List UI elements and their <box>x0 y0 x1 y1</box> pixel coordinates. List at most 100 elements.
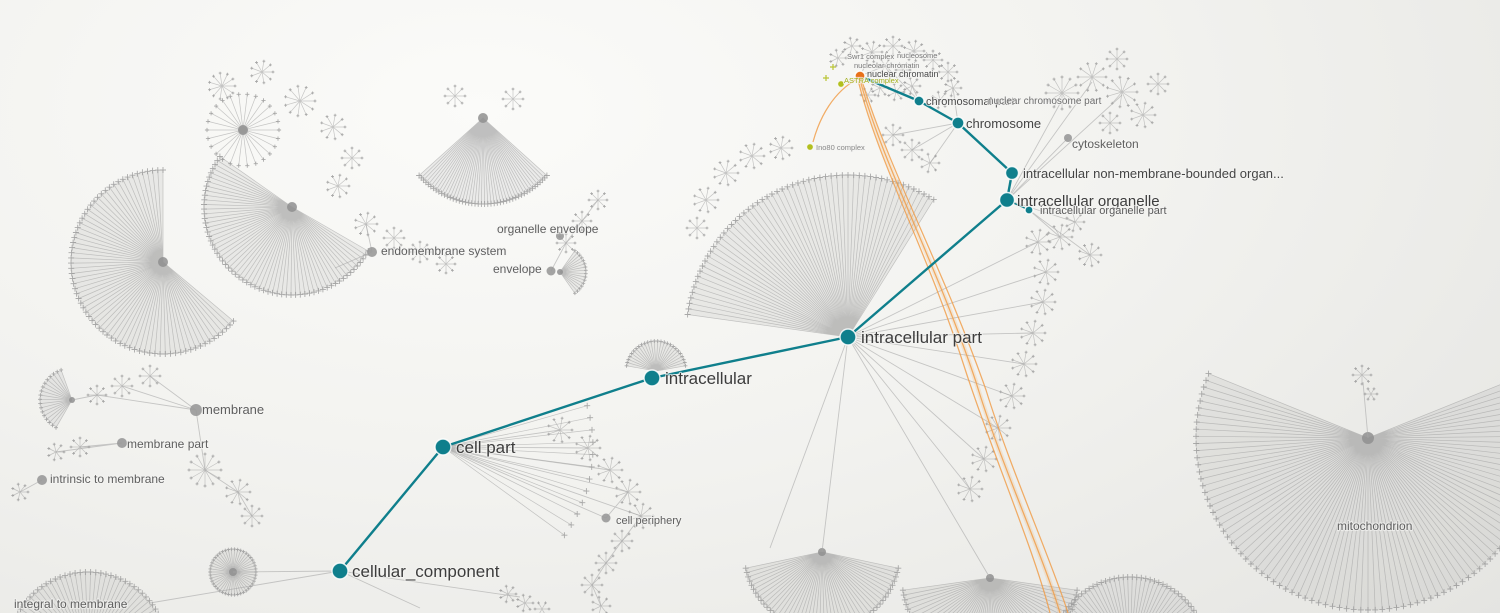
gray-term-node[interactable] <box>367 247 377 257</box>
go-term-cluster <box>47 442 66 462</box>
cluster-leaf-nodes <box>899 587 1081 613</box>
cluster-spokes <box>872 80 888 96</box>
cluster-spokes <box>616 480 640 504</box>
label-organelle-envelope[interactable]: organelle envelope <box>496 221 600 237</box>
label-intrinsic-to-membrane[interactable]: intrinsic to membrane <box>49 471 166 487</box>
label-envelope[interactable]: envelope <box>492 261 543 277</box>
label-chromosome[interactable]: chromosome <box>965 115 1042 132</box>
label-intracellular-part[interactable]: intracellular part <box>860 327 983 348</box>
label-cell-periphery[interactable]: cell periphery <box>615 514 683 528</box>
cluster-leaf-nodes <box>587 189 609 211</box>
cluster-fill <box>687 175 934 337</box>
node-chromosomal-part[interactable] <box>913 95 925 107</box>
go-term-cluster <box>944 78 963 98</box>
node-intracellular[interactable] <box>643 369 661 387</box>
cluster-spokes <box>924 51 942 69</box>
label-nuclear-chromosome-part[interactable]: nuclear chromosome part <box>987 95 1103 108</box>
label-integral-to-membrane[interactable]: integral to membrane <box>13 596 129 612</box>
label-cytoskeleton[interactable]: cytoskeleton <box>1071 136 1140 152</box>
cluster-leaf-nodes <box>47 442 66 462</box>
label-intracellular-organelle[interactable]: intracellular organelle <box>1016 192 1161 211</box>
go-term-cluster <box>971 445 998 473</box>
cluster-leaf-nodes <box>931 90 950 110</box>
label-endomembrane-system[interactable]: endomembrane system <box>380 243 508 259</box>
cluster-spokes <box>500 586 516 602</box>
label-membrane-part[interactable]: membrane part <box>126 436 210 452</box>
label-intracellular-non-membrane-bounded-organ[interactable]: intracellular non-membrane-bounded organ… <box>1022 165 1285 182</box>
cluster-spokes <box>939 63 957 81</box>
cluster-leaf-nodes <box>408 240 432 264</box>
protein-complex-node[interactable] <box>806 143 814 151</box>
cluster-leaf-nodes <box>1146 72 1170 96</box>
cluster-leaf-nodes <box>187 452 223 488</box>
label-intracellular[interactable]: intracellular <box>664 368 753 389</box>
label-mitochondrion[interactable]: mitochondrion <box>1336 518 1414 534</box>
node-chromosome[interactable] <box>951 116 965 130</box>
cluster-spokes <box>896 63 910 77</box>
node-organelle-part[interactable] <box>1024 205 1034 215</box>
gray-term-node[interactable] <box>117 438 127 448</box>
gray-term-node[interactable] <box>556 232 564 240</box>
cluster-leaf-nodes <box>1098 111 1122 135</box>
label-nuclear-chromatin[interactable]: nuclear chromatin <box>866 68 940 80</box>
cluster-leaf-nodes <box>225 478 252 506</box>
go-term-cluster <box>1076 62 1108 92</box>
cluster-spokes <box>48 444 64 460</box>
go-term-cluster <box>739 142 766 170</box>
cluster-leaf-nodes <box>575 434 602 462</box>
gray-term-node[interactable] <box>601 513 611 523</box>
go-term-cluster <box>416 113 550 207</box>
cluster-leaf-nodes <box>69 436 91 458</box>
cluster-spokes <box>921 154 939 172</box>
gray-term-node[interactable] <box>546 266 556 276</box>
label-cell-part[interactable]: cell part <box>455 437 517 458</box>
node-intracellular-organelle[interactable] <box>998 191 1016 209</box>
cluster-spokes <box>517 595 533 611</box>
cluster-leaf-nodes <box>573 248 588 296</box>
go-term-cluster <box>769 135 794 161</box>
cluster-spokes <box>1079 244 1101 266</box>
gray-term-node[interactable] <box>37 475 47 485</box>
cluster-spokes <box>203 156 369 296</box>
label-swr1-complex[interactable]: Swr1 complex <box>846 51 896 62</box>
cluster-leaf-nodes <box>208 71 237 101</box>
cluster-spokes <box>687 175 935 338</box>
go-term-cluster <box>1130 101 1157 129</box>
go-term-cluster <box>201 153 372 298</box>
go-term-cluster <box>1363 387 1379 401</box>
label-intracellular-organelle-part[interactable]: intracellular organelle part <box>1039 204 1168 218</box>
cluster-leaf-nodes <box>1065 211 1086 233</box>
cluster-spokes <box>589 191 607 209</box>
node-intracellular-nmb-organelle[interactable] <box>1004 165 1020 181</box>
node-cellular-component[interactable] <box>331 562 349 580</box>
cluster-fill <box>419 118 547 204</box>
label-chromosomal-part[interactable]: chromosomal part <box>925 95 1015 109</box>
label-nucleolar-chromatin[interactable]: nucleolar chromatin <box>853 60 921 71</box>
gray-term-node[interactable] <box>1064 134 1072 142</box>
go-term-cluster <box>624 339 688 372</box>
cluster-leaf-nodes <box>881 123 905 147</box>
label-nucleosome[interactable]: nucleosome <box>896 50 939 61</box>
protein-complex-node[interactable] <box>837 80 845 88</box>
go-term-cluster <box>937 61 959 83</box>
gray-term-node[interactable] <box>190 404 202 416</box>
label-ino80-complex[interactable]: Ino80 complex <box>815 142 866 153</box>
layer-clusters <box>11 35 1500 613</box>
cluster-leaf-nodes <box>1025 228 1052 256</box>
cluster-leaf-nodes <box>1011 350 1038 378</box>
label-cellular-component[interactable]: cellular_component <box>351 561 501 582</box>
node-nuclear-chromatin[interactable] <box>854 70 866 82</box>
go-term-cluster <box>408 240 432 264</box>
go-term-cluster <box>920 152 941 174</box>
node-intracellular-part[interactable] <box>839 328 857 346</box>
cluster-spokes <box>1107 49 1127 69</box>
label-astra-complex[interactable]: ASTRA complex <box>843 75 900 86</box>
label-membrane[interactable]: membrane <box>201 401 265 418</box>
go-term-cluster <box>208 71 237 101</box>
go-term-cluster <box>742 548 902 613</box>
node-cell-part[interactable] <box>434 438 452 456</box>
go-term-cluster <box>382 226 406 250</box>
go-term-cluster <box>957 475 984 503</box>
cluster-spokes <box>902 140 922 160</box>
